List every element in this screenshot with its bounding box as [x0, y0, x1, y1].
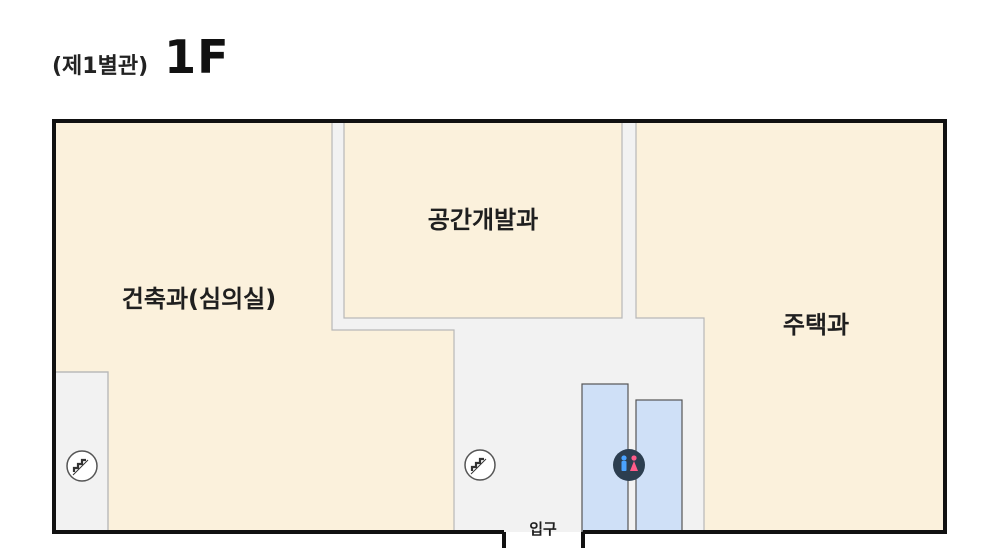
stairs-icon[interactable]: [66, 450, 98, 482]
building-name: (제1별관): [52, 54, 149, 79]
room-space-development[interactable]: [343, 120, 623, 319]
outer-wall: [52, 119, 947, 534]
stairwell-left: [54, 371, 109, 532]
room-label-space-development: 공간개발과: [428, 206, 538, 234]
map-heading: (제1별관) 1F: [52, 30, 230, 94]
stairs-icon[interactable]: [464, 449, 496, 481]
room-label-housing: 주택과: [783, 311, 849, 339]
restroom-icon[interactable]: [613, 449, 645, 481]
floor-label: 1F: [164, 30, 230, 84]
room-label-architecture: 건축과(심의실): [122, 285, 276, 313]
entrance-label: 입구: [529, 520, 557, 538]
